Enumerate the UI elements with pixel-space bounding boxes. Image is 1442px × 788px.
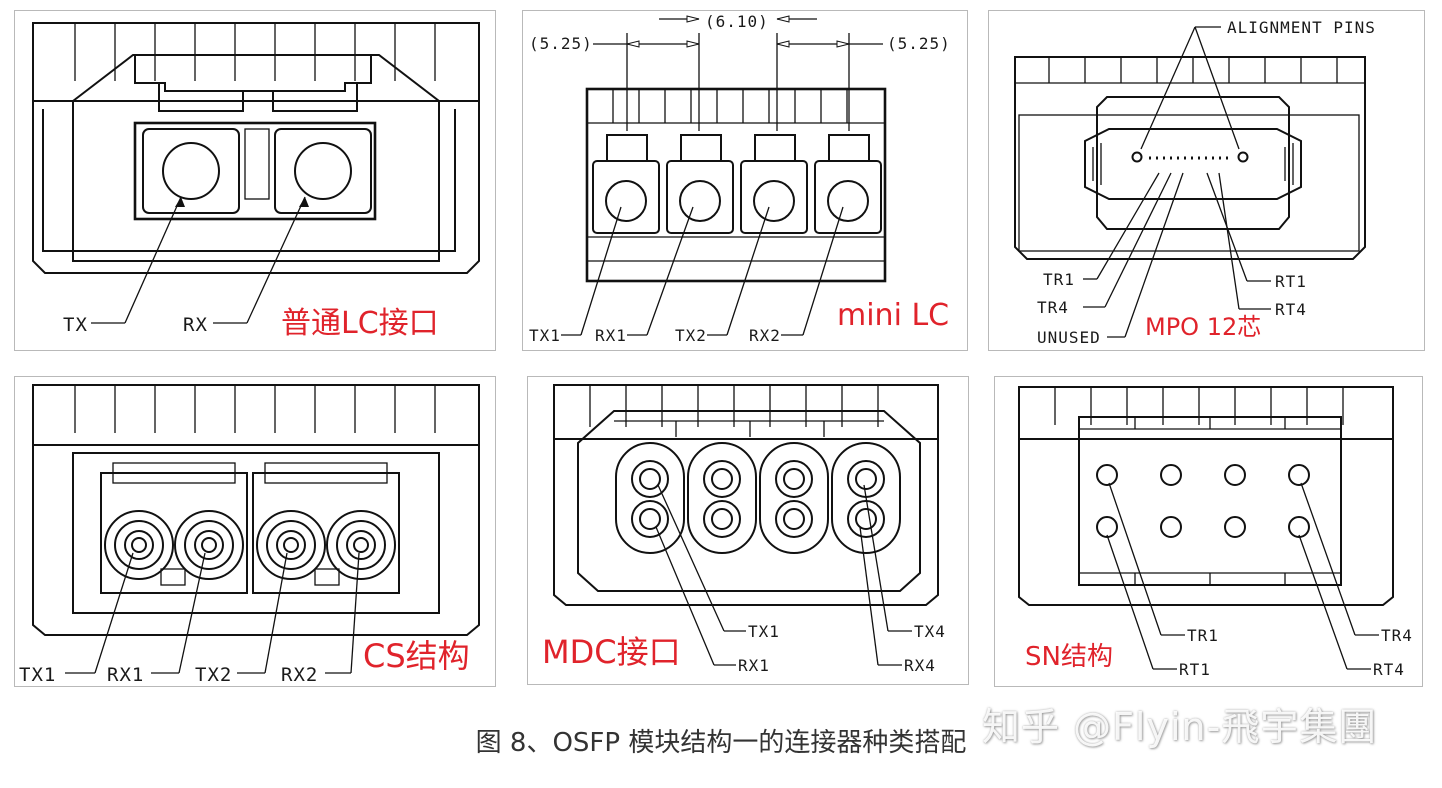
mpo-label-rt4: RT4 <box>1275 300 1307 319</box>
mpo-title: MPO 12芯 <box>1145 313 1261 341</box>
mini-lc-label-tx1: TX1 <box>529 326 561 345</box>
mdc-label-tx4: TX4 <box>914 622 946 641</box>
mini-lc-label-tx2: TX2 <box>675 326 707 345</box>
panel-mpo: ALIGNMENT PINS TR1 TR4 UNUSED RT1 RT4 MP… <box>988 10 1425 351</box>
cs-diagram: TX1 RX1 TX2 RX2 CS结构 <box>19 384 480 686</box>
mini-lc-dim-center: (6.10) <box>705 12 769 31</box>
mpo-label-tr1: TR1 <box>1043 270 1075 289</box>
cs-label-rx1: RX1 <box>107 664 144 686</box>
mini-lc-label-rx2: RX2 <box>749 326 781 345</box>
mpo-label-unused: UNUSED <box>1037 328 1101 347</box>
panel-lc: TX RX 普通LC接口 <box>14 10 496 351</box>
mpo-label-alignment: ALIGNMENT PINS <box>1227 18 1376 37</box>
mpo-label-rt1: RT1 <box>1275 272 1307 291</box>
mdc-label-rx1: RX1 <box>738 656 770 675</box>
mini-lc-dim-right: (5.25) <box>887 34 951 53</box>
sn-label-tr1: TR1 <box>1187 626 1219 645</box>
mdc-diagram: TX1 RX1 TX4 RX4 MDC接口 <box>542 384 946 675</box>
sn-label-rt1: RT1 <box>1179 660 1211 679</box>
cs-title: CS结构 <box>363 637 470 675</box>
panel-mini-lc: (6.10) (5.25) (5.25) <box>522 10 968 351</box>
mini-lc-dim-left: (5.25) <box>529 34 593 53</box>
mdc-label-rx4: RX4 <box>904 656 936 675</box>
sn-diagram: TR1 RT1 TR4 RT4 SN结构 <box>1018 386 1413 679</box>
cs-label-tx2: TX2 <box>195 664 232 686</box>
panel-cs: TX1 RX1 TX2 RX2 CS结构 <box>14 376 496 687</box>
lc-label-tx: TX <box>63 314 88 336</box>
mdc-title: MDC接口 <box>542 633 681 671</box>
cs-label-rx2: RX2 <box>281 664 318 686</box>
sn-label-rt4: RT4 <box>1373 660 1405 679</box>
lc-label-rx: RX <box>183 314 208 336</box>
mini-lc-label-rx1: RX1 <box>595 326 627 345</box>
mpo-label-tr4: TR4 <box>1037 298 1069 317</box>
panel-mdc: TX1 RX1 TX4 RX4 MDC接口 <box>527 376 969 685</box>
lc-title: 普通LC接口 <box>281 306 439 341</box>
mdc-label-tx1: TX1 <box>748 622 780 641</box>
mini-lc-diagram: (6.10) (5.25) (5.25) <box>529 12 951 345</box>
lc-diagram: TX RX 普通LC接口 <box>32 22 480 341</box>
panel-sn: TR1 RT1 TR4 RT4 SN结构 <box>994 376 1423 687</box>
mpo-diagram: ALIGNMENT PINS TR1 TR4 UNUSED RT1 RT4 MP… <box>1014 18 1376 347</box>
sn-title: SN结构 <box>1025 642 1113 672</box>
watermark: 知乎 @Flyin-飛宇集團 <box>982 705 1378 749</box>
figure-caption: 图 8、OSFP 模块结构一的连接器种类搭配 <box>475 728 967 758</box>
mini-lc-title: mini LC <box>837 298 949 333</box>
cs-label-tx1: TX1 <box>19 664 56 686</box>
sn-label-tr4: TR4 <box>1381 626 1413 645</box>
